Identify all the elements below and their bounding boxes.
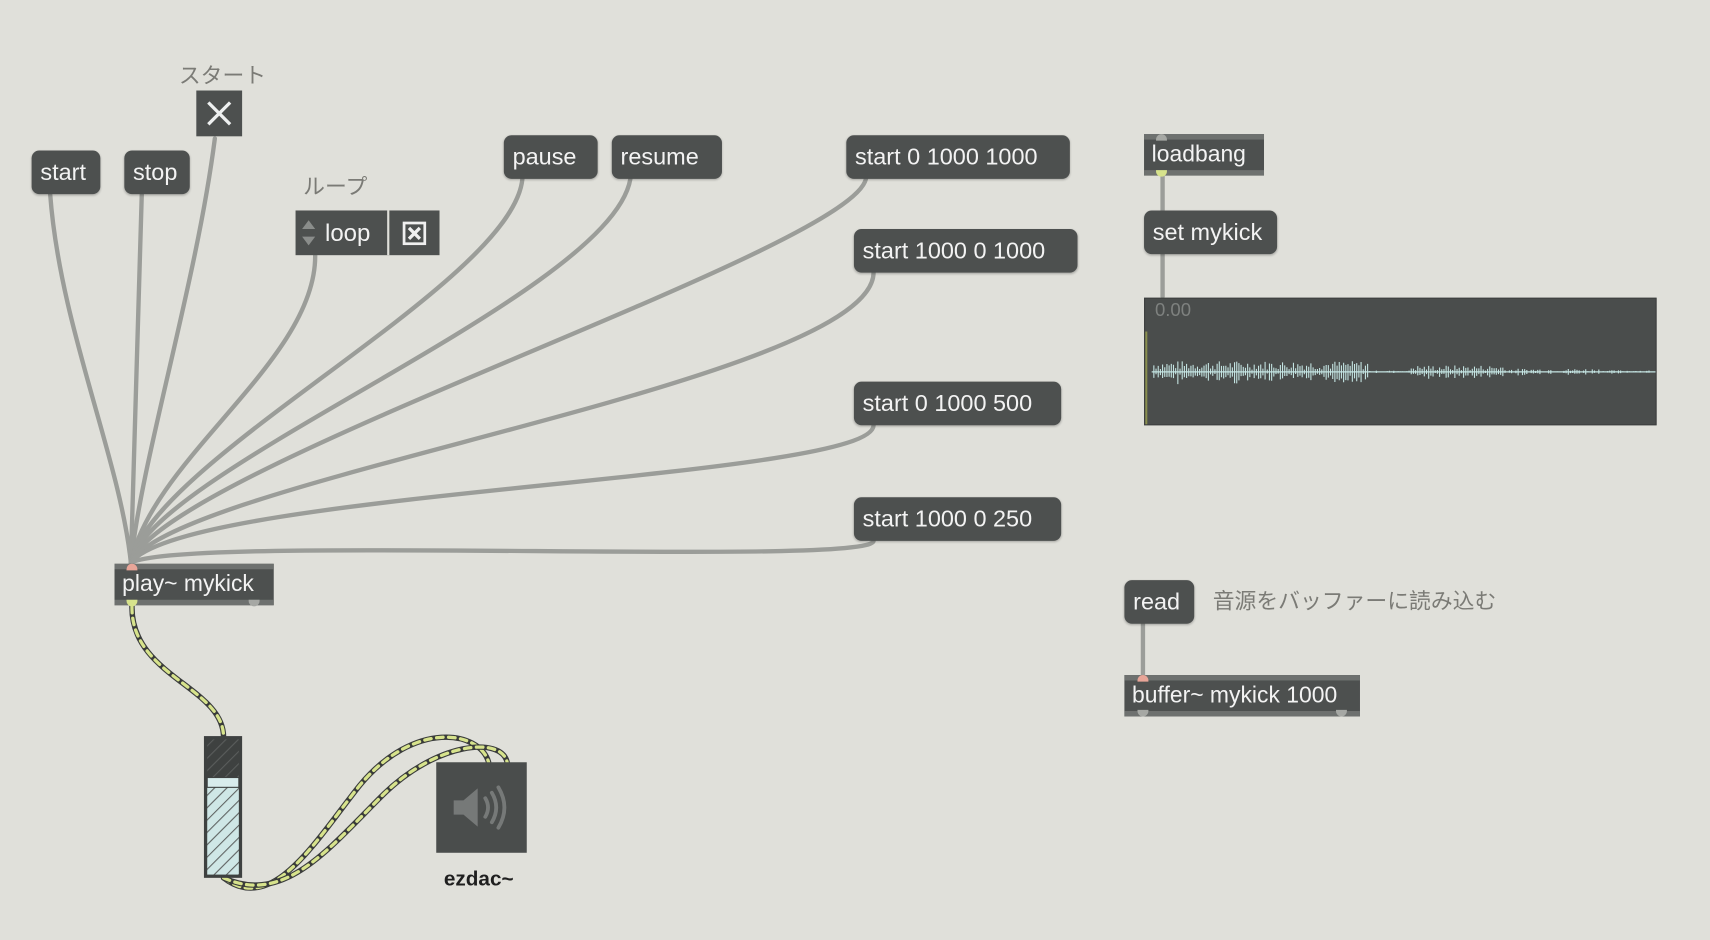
cord-start250-to-play — [128, 538, 876, 565]
gain-slider-knob — [206, 776, 240, 788]
start-0-1000-500-message[interactable]: start 0 1000 500 — [853, 381, 1062, 426]
loadbang-outlet — [1156, 170, 1167, 177]
cord-start01-to-play — [128, 176, 869, 565]
play-object-label: play~ mykick — [122, 571, 254, 597]
resume-message[interactable]: resume — [611, 135, 722, 179]
read-message[interactable]: read — [1124, 580, 1195, 624]
gain-slider[interactable] — [203, 736, 243, 878]
loop-attrui[interactable]: loop — [295, 210, 440, 256]
ezdac-label: ezdac~ — [443, 868, 514, 891]
loop-checkbox[interactable] — [387, 210, 439, 256]
loop-comment: ループ — [303, 173, 368, 200]
cord-loop-to-play — [128, 252, 318, 565]
start-1000-0-250-message[interactable]: start 1000 0 250 — [853, 497, 1062, 541]
waveform-readout: 0.00 — [1154, 299, 1192, 321]
play-signal-outlet — [126, 599, 138, 607]
stop-message[interactable]: stop — [124, 150, 190, 195]
buffer-inlet — [1137, 675, 1149, 682]
speaker-icon — [453, 785, 507, 830]
play-done-outlet — [248, 599, 260, 607]
signal-cord-play-to-gain — [130, 604, 226, 739]
dac-button[interactable] — [436, 762, 527, 853]
start-toggle[interactable] — [196, 90, 243, 137]
buffer-right-outlet — [1335, 709, 1347, 717]
waveform-trace — [1145, 331, 1656, 425]
gain-slider-graphic — [206, 739, 240, 875]
cord-start10-to-play — [128, 270, 876, 565]
buffer-left-outlet — [1137, 709, 1149, 717]
play-inlet — [126, 563, 138, 571]
cord-start-to-play — [47, 191, 134, 565]
start-0-1000-1000-message[interactable]: start 0 1000 1000 — [846, 135, 1070, 179]
x-mark-icon — [207, 101, 232, 126]
pause-message[interactable]: pause — [503, 135, 598, 179]
cord-start500-to-play — [128, 423, 876, 565]
set-mykick-message[interactable]: set mykick — [1144, 210, 1278, 255]
up-down-arrows-icon[interactable] — [296, 210, 322, 255]
cord-toggle-to-play — [128, 136, 218, 565]
buffer-comment: 音源をバッファーに読み込む — [1212, 587, 1497, 614]
play-object[interactable]: play~ mykick — [114, 563, 274, 606]
loadbang-object[interactable]: loadbang — [1144, 134, 1265, 176]
waveform-display[interactable]: 0.00 — [1144, 297, 1657, 426]
buffer-object[interactable]: buffer~ mykick 1000 — [1124, 675, 1360, 717]
start-comment: スタート — [178, 62, 267, 89]
x-checkbox-icon — [402, 221, 427, 245]
buffer-object-label: buffer~ mykick 1000 — [1132, 682, 1338, 708]
cord-stop-to-play — [128, 191, 144, 565]
loadbang-object-label: loadbang — [1151, 141, 1246, 167]
start-message[interactable]: start — [31, 150, 101, 195]
loop-attr-label: loop — [324, 219, 371, 247]
loadbang-inlet — [1156, 134, 1167, 141]
gain-slider-empty — [207, 739, 239, 783]
start-1000-0-1000-message[interactable]: start 1000 0 1000 — [853, 229, 1078, 273]
gain-slider-fill — [207, 782, 239, 875]
